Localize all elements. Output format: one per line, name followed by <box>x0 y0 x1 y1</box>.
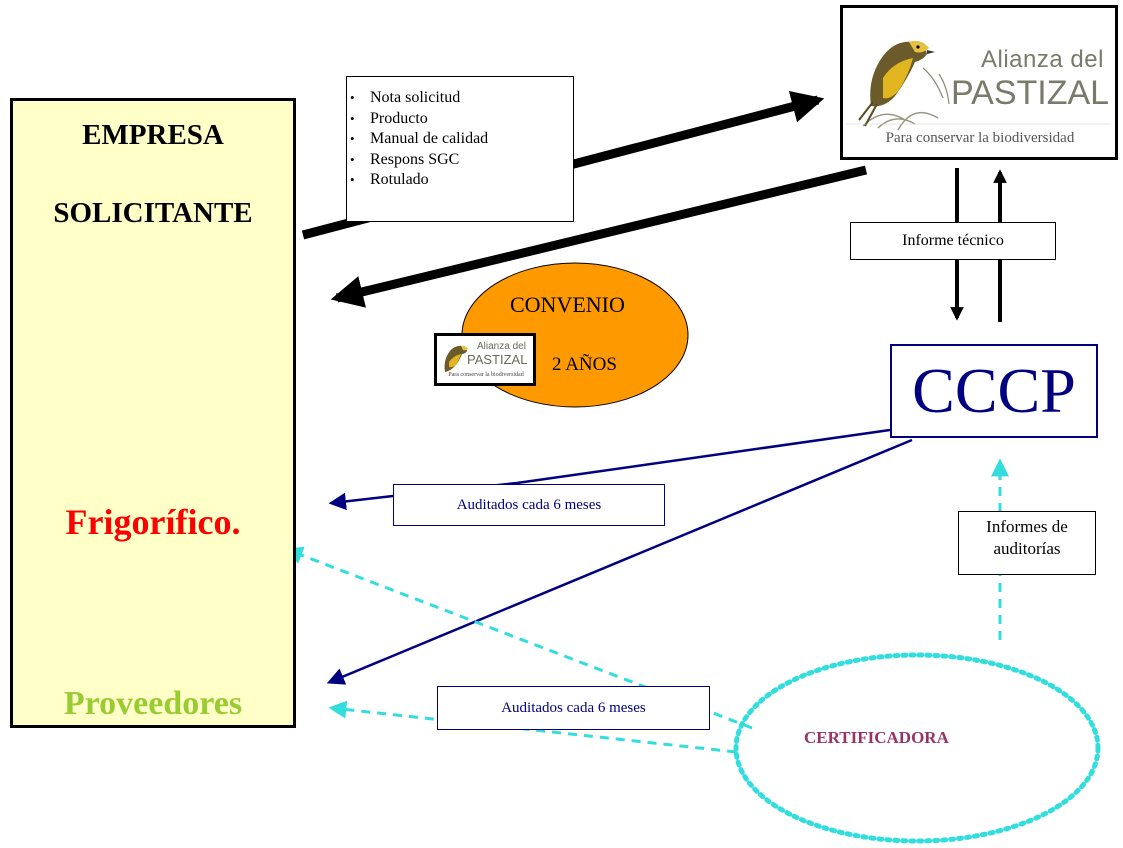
informes-auditorias-box: Informes de auditorías <box>958 511 1096 575</box>
requirements-box: Nota solicitud Producto Manual de calida… <box>346 76 574 222</box>
audit-box-frigorifico: Auditados cada 6 meses <box>393 484 665 526</box>
certificadora-label: CERTIFICADORA <box>804 728 949 747</box>
empresa-title-line1: EMPRESA <box>82 119 224 151</box>
alianza-logo-line2: PASTIZAL <box>951 74 1110 112</box>
audit-box-proveedores: Auditados cada 6 meses <box>437 686 710 730</box>
certificadora-ellipse <box>733 652 1101 844</box>
convenio-duration: 2 AÑOS <box>552 354 617 375</box>
requirements-list: Nota solicitud Producto Manual de calida… <box>347 88 573 191</box>
requirement-item: Rotulado <box>350 170 573 191</box>
mini-logo-line1: Alianza del <box>477 341 526 352</box>
convenio-label: CONVENIO <box>510 292 625 317</box>
arrow-alianza-to-empresa <box>330 165 868 308</box>
bird-icon <box>845 40 1111 131</box>
mini-logo-tagline: Para conservar la biodiversidad <box>448 372 524 378</box>
alianza-mini-logo: Alianza del PASTIZAL Para conservar la b… <box>434 333 536 386</box>
frigorifico-label: Frigorífico. <box>65 502 241 542</box>
proveedores-label: Proveedores <box>63 685 243 722</box>
requirement-item: Nota solicitud <box>350 88 573 109</box>
requirement-item: Respons SGC <box>350 150 573 171</box>
mini-logo-line2: PASTIZAL <box>467 352 528 367</box>
alianza-logo: Alianza del PASTIZAL Para conservar la b… <box>840 5 1118 160</box>
arrow-cert-to-proveedores <box>328 700 737 754</box>
informe-tecnico-box: Informe técnico <box>850 222 1056 260</box>
requirement-item: Producto <box>350 109 573 130</box>
empresa-title-line2: SOLICITANTE <box>53 197 253 229</box>
mini-bird-icon <box>444 345 468 372</box>
empresa-solicitante-box: EMPRESA SOLICITANTE Frigorífico. Proveed… <box>10 98 296 728</box>
alianza-logo-tagline: Para conservar la biodiversidad <box>885 130 1075 146</box>
cccp-box: CCCP <box>890 344 1098 438</box>
alianza-logo-line1: Alianza del <box>981 46 1104 73</box>
requirement-item: Manual de calidad <box>350 129 573 150</box>
arrow-cccp-to-proveedores <box>326 438 913 685</box>
